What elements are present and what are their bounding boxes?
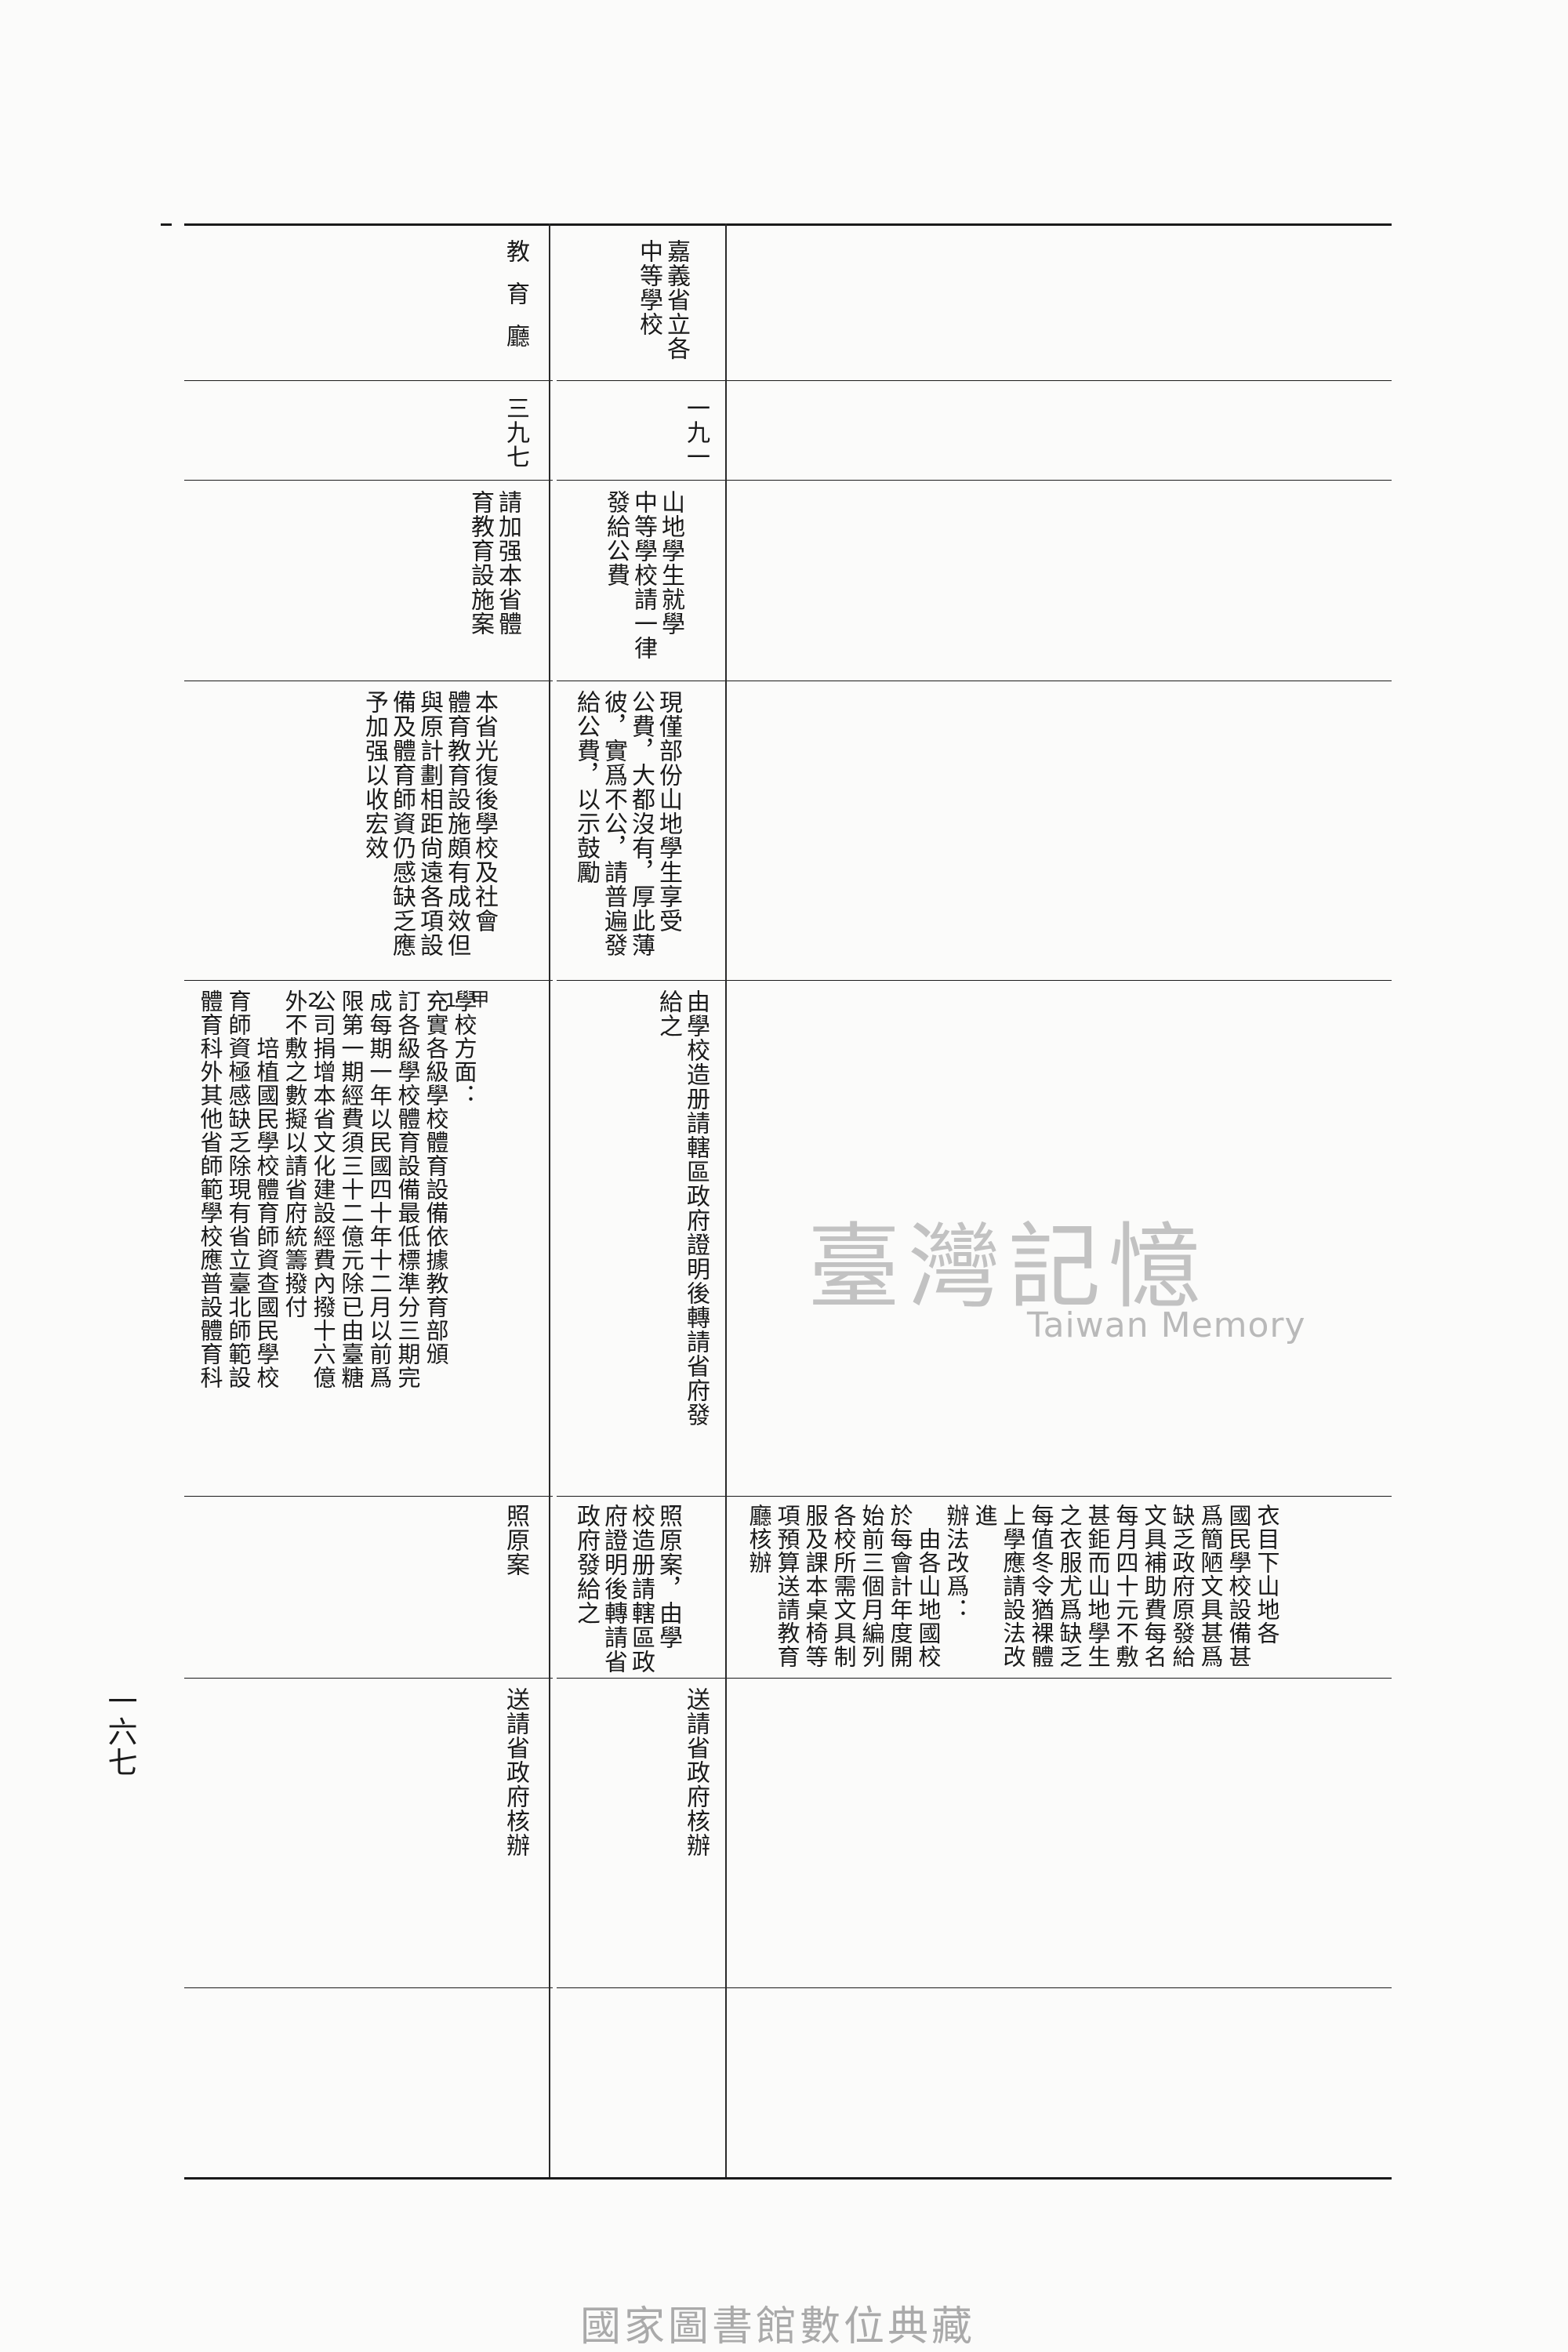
- left-number: 三九七: [502, 396, 529, 469]
- table-divider-left: [549, 223, 550, 2177]
- watermark-logo: 臺灣記憶: [808, 1213, 1210, 1321]
- table-top-rule: [184, 223, 1392, 226]
- row-divider: [557, 1987, 1392, 1988]
- row-divider: [557, 380, 1392, 381]
- row-divider: [184, 1678, 553, 1679]
- left-subject: 請加强本省體 育教育設施案: [466, 490, 521, 636]
- row-divider: [184, 1987, 553, 1988]
- footer-archive-label: 國家圖書館數位典藏: [580, 2303, 976, 2350]
- row-divider: [557, 480, 1392, 481]
- right-resolution: 照原案，由學 校造册請轄區政 府證明後轉請省 政府發給之: [572, 1504, 682, 1674]
- left-method-markers: 甲 1 2: [303, 989, 489, 1012]
- right-note: 衣目下山地各 國民學校設備甚 爲簡陋文具甚爲 缺乏政府原發給 文具補助費每名 每…: [746, 1504, 1280, 1668]
- top-left-tick: [161, 223, 172, 226]
- left-followup: 送請省政府核辦: [502, 1687, 529, 1857]
- row-divider: [557, 980, 1392, 981]
- row-divider: [184, 380, 553, 381]
- table-bottom-rule: [184, 2177, 1392, 2180]
- right-method: 由學校造册請轄區政府證明後轉請省府發 給之: [655, 989, 710, 1427]
- right-subject: 山地學生就學 中等學校請一律 發給公費: [602, 490, 684, 660]
- row-divider: [184, 480, 553, 481]
- left-method-detail: 學校方面： 充實各級學校體育設備依據教育部頒 訂各級學校體育設備最低標準分三期完…: [197, 989, 477, 1389]
- right-reason: 現僅部份山地學生享受 公費，大都沒有，厚此薄 彼，實爲不公，請普遍發 給公費，以…: [572, 690, 682, 957]
- left-reason: 本省光復後學校及社會 體育教育設施頗有成效但 與原計劃相距尙遠各項設 備及體育師…: [361, 690, 498, 957]
- row-divider: [184, 980, 553, 981]
- row-divider: [557, 1678, 1392, 1679]
- table-divider-right: [725, 223, 727, 2177]
- right-number: 一九一: [682, 396, 710, 469]
- right-dept: 嘉義省立各 中等學校: [635, 239, 690, 361]
- row-divider: [557, 1496, 1392, 1497]
- left-dept: 教育廳: [502, 239, 529, 366]
- right-followup: 送請省政府核辦: [682, 1687, 710, 1857]
- row-divider: [184, 1496, 553, 1497]
- page-number: 一六七: [103, 1686, 137, 1777]
- watermark-text: Taiwan Memory: [1027, 1305, 1306, 1345]
- left-resolution: 照原案: [502, 1504, 529, 1577]
